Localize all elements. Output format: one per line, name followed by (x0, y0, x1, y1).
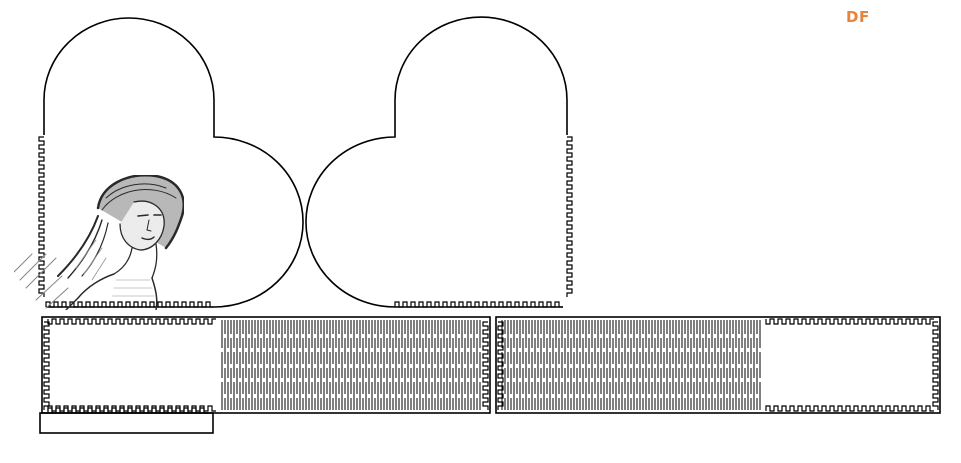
right-side-strip (495, 316, 941, 414)
base-plate (39, 412, 214, 434)
right-heart-outline (305, 16, 568, 308)
df-logo: DF (846, 8, 870, 26)
left-side-strip (41, 316, 491, 414)
left-heart-outline (43, 17, 304, 308)
